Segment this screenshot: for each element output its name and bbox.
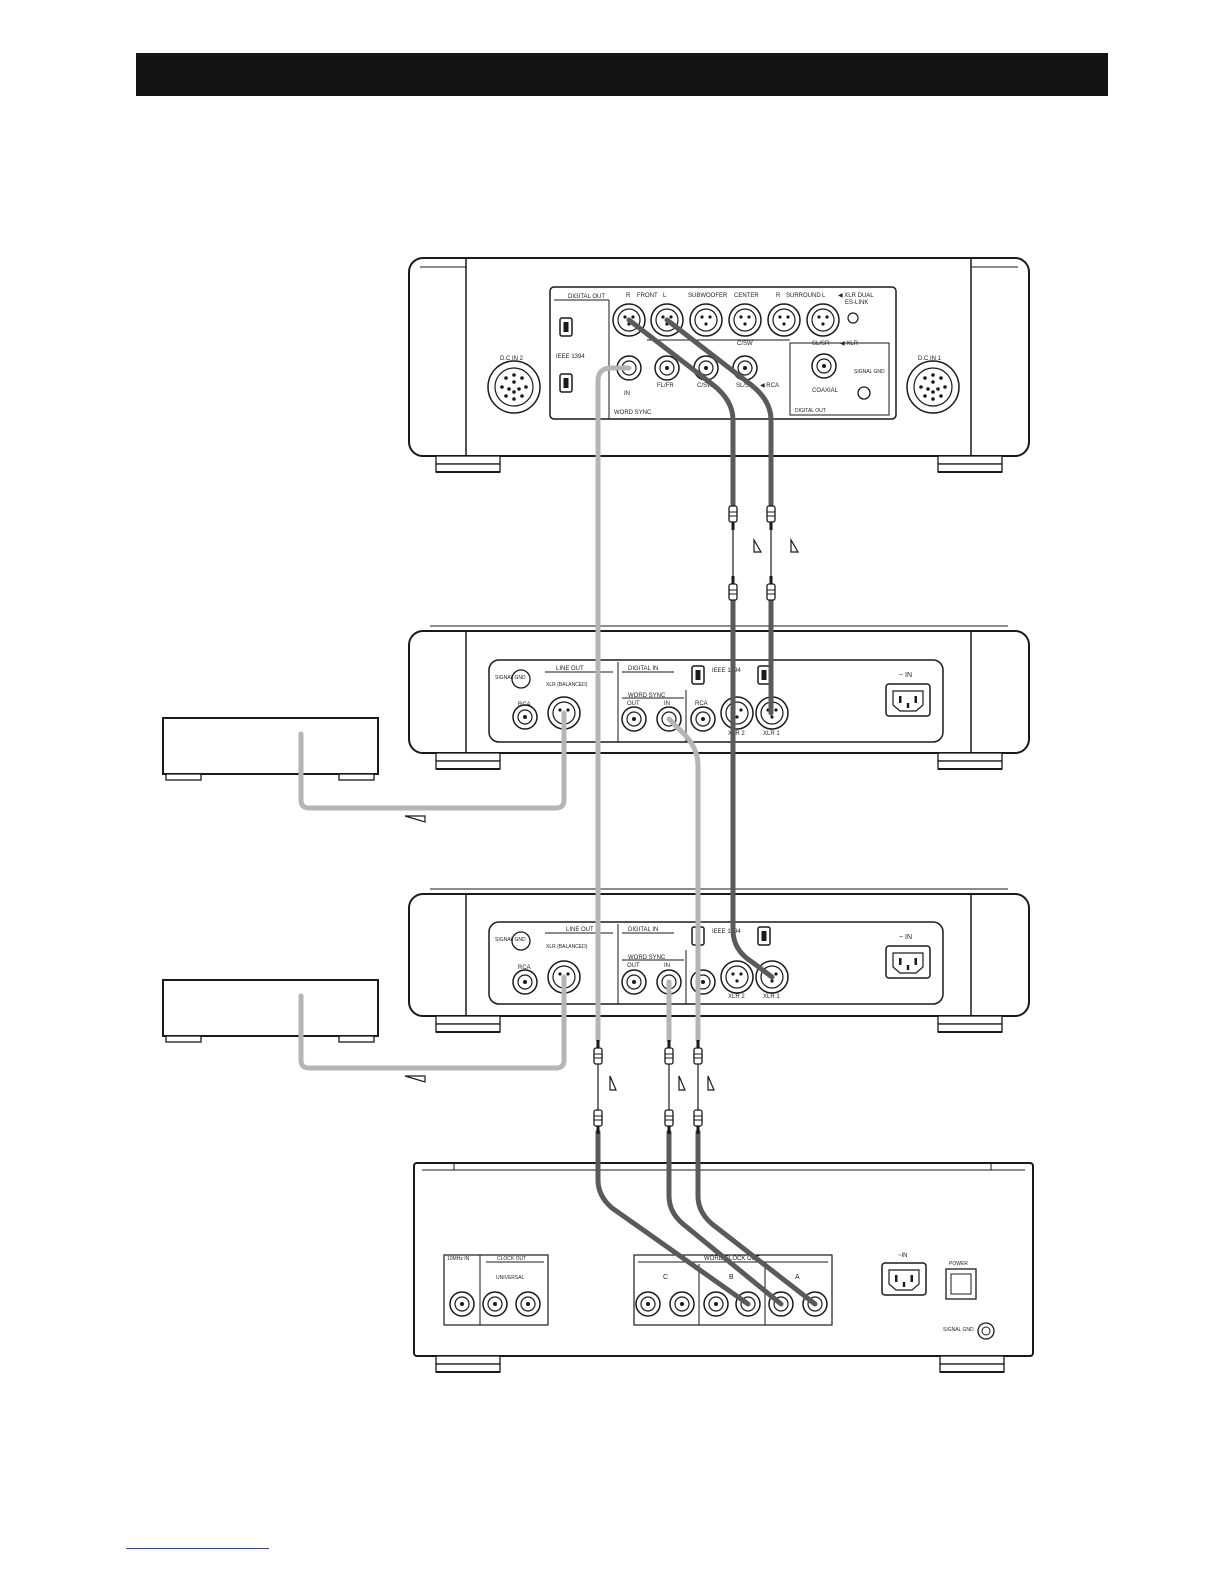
rca-in-label: RCA [695, 701, 708, 707]
signal-gnd-label: SIGNAL GND [854, 369, 885, 375]
word-sync-label: WORD SYNC [628, 955, 666, 961]
word-sync-transport-cable [595, 365, 632, 1043]
line-out-label: LINE OUT [566, 927, 594, 933]
dac2-xlr-cable [730, 597, 775, 980]
sl-sr-bottom-label: SL/SR [736, 383, 754, 389]
digital-out-label: DIGITAL OUT [568, 294, 605, 300]
digital-in-label: DIGITAL IN [628, 666, 658, 672]
front-label: FRONT [637, 293, 658, 299]
ieee-label: IEEE 1394 [556, 354, 585, 360]
surround-r-label: R [776, 293, 781, 299]
word-sync-dac1-cable [666, 716, 701, 1043]
front-r-cable [626, 317, 736, 508]
signal-gnd-label: SIGNAL GND [495, 937, 526, 943]
amp1-cable [298, 710, 567, 811]
c-sw-bottom-label: C/SW [697, 383, 713, 389]
in-label: IN [664, 701, 670, 707]
ieee-label: IEEE 1394 [712, 668, 741, 674]
group-a-label: A [795, 1274, 800, 1281]
xlr-1-label: XLR 1 [763, 994, 780, 1000]
xlr-marker-label: ◀ XLR [840, 341, 859, 347]
ieee-label: IEEE 1394 [712, 929, 741, 935]
digital-in-label: DIGITAL IN [628, 927, 658, 933]
in-label: IN [664, 963, 670, 969]
dc-in-1-label: D.C IN 1 [918, 356, 942, 362]
front-r-label: R [626, 293, 631, 299]
line-out-label: LINE OUT [556, 666, 584, 672]
xlr-balanced-label: XLR (BALANCED) [546, 944, 588, 950]
word-sync-in-label: IN [624, 391, 630, 397]
sl-sr-top-label: SL/SR [812, 341, 830, 347]
cable-plugs [404, 505, 799, 1135]
center-label: CENTER [734, 293, 759, 299]
xlr-1-label: XLR 1 [763, 731, 780, 737]
group-b-label: B [729, 1274, 734, 1281]
word-sync-label: WORD SYNC [614, 410, 652, 416]
universal-label: UNIVERSAL [496, 1275, 525, 1281]
ac-in-label: ~ IN [899, 672, 912, 679]
c-sw-top-label: C/SW [737, 341, 753, 347]
clock-cable-1 [595, 1129, 751, 1307]
signal-gnd-label: SIGNAL GND [943, 1327, 974, 1333]
xlr-2-label: XLR 2 [728, 994, 745, 1000]
digital-out-bottom-label: DIGITAL OUT [795, 408, 826, 414]
transport-unit: DIGITAL OUT R FRONT L SUBWOOFER CENTER R… [408, 257, 1030, 473]
subwoofer-label: SUBWOOFER [688, 293, 728, 299]
clock-cable-3 [695, 1129, 818, 1307]
xlr-2-label: XLR 2 [728, 731, 745, 737]
front-l-cable [664, 317, 774, 508]
front-l-label: L [663, 293, 667, 299]
clock-cable-2 [666, 1129, 784, 1307]
cables [298, 317, 818, 1307]
amplifier-box-2 [162, 979, 379, 1043]
rca-marker-label: ◀ RCA [760, 383, 779, 389]
fl-fr-label: FL/FR [657, 383, 674, 389]
ac-in-label: ~ IN [899, 934, 912, 941]
signal-gnd-label: SIGNAL GND [495, 675, 526, 681]
dc-in-2-label: D.C IN 2 [500, 356, 524, 362]
rca-label: RCA [518, 965, 531, 971]
ac-in-label: ~IN [898, 1253, 908, 1259]
amp2-cable [298, 974, 567, 1071]
xlr-dual-label: ◀ XLR DUAL [838, 293, 874, 299]
power-label: POWER [949, 1261, 968, 1267]
footer-rule [126, 1548, 269, 1549]
clock-unit: 10MHz IN CLOCK OUT UNIVERSAL WORD CLOCK … [413, 1162, 1034, 1373]
dac-unit-1: SIGNAL GND LINE OUT XLR (BALANCED) RCA D… [408, 625, 1030, 770]
surround-label: SURROUND [786, 293, 821, 299]
dac-unit-2: SIGNAL GND LINE OUT XLR (BALANCED) RCA D… [408, 888, 1030, 1033]
word-sync-label: WORD SYNC [628, 693, 666, 699]
es-link-label: ES-LINK [845, 300, 868, 306]
rca-label: RCA [518, 702, 531, 708]
xlr-balanced-label: XLR (BALANCED) [546, 682, 588, 688]
amplifier-box-1 [162, 717, 379, 781]
out-label: OUT [627, 963, 640, 969]
out-label: OUT [627, 701, 640, 707]
coaxial-label: COAXIAL [812, 388, 839, 394]
group-c-label: C [663, 1274, 668, 1281]
header-bar [136, 53, 1108, 96]
clock-out-left-label: CLOCK OUT [497, 1256, 526, 1262]
surround-l-label: L [822, 293, 826, 299]
word-clock-out-label: WORD CLOCK OUT [704, 1256, 760, 1262]
ten-mhz-in-label: 10MHz IN [447, 1256, 470, 1262]
